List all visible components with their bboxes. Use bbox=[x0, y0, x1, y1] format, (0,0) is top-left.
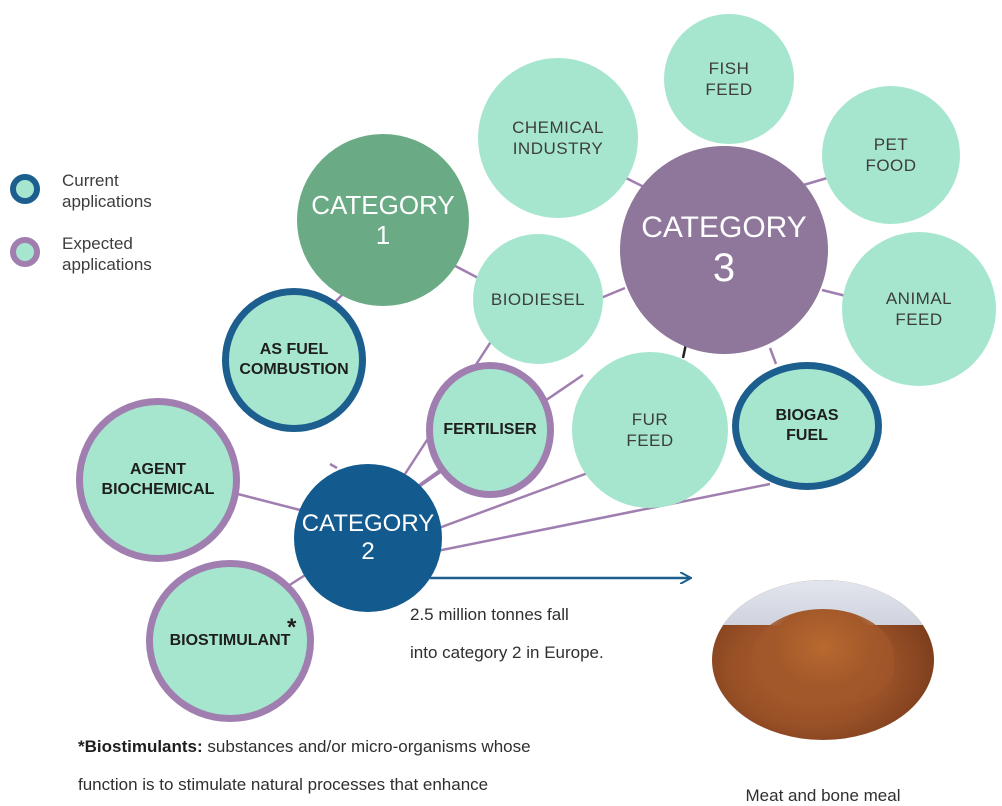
footnote-definition: substances and/or micro-organisms whose bbox=[202, 737, 531, 756]
agent-biochemical-label: AGENT BIOCHEMICAL bbox=[101, 461, 215, 498]
category-1-label: CATEGORY 1 bbox=[311, 190, 455, 250]
category-2-label: CATEGORY 2 bbox=[301, 510, 435, 565]
connector-cat2-agent bbox=[229, 490, 301, 512]
footnote-term: *Biostimulants: bbox=[78, 737, 203, 756]
footnote-line1: *Biostimulants: substances and/or micro-… bbox=[78, 728, 531, 766]
photo-caption: Meat and bone meal bbox=[745, 786, 901, 805]
legend-expected-label: Expected applications bbox=[62, 234, 152, 274]
legend-current-swatch bbox=[10, 174, 40, 204]
category-2-bubble: CATEGORY 2 bbox=[294, 464, 442, 612]
connector-cat2-biogas bbox=[431, 482, 771, 554]
animal-feed-label: ANIMAL FEED bbox=[885, 289, 953, 329]
fur-feed-label: FUR FEED bbox=[626, 410, 674, 450]
biogas-fuel-label: BIOGAS FUEL bbox=[775, 407, 839, 444]
category-3-title: CATEGORY bbox=[641, 211, 807, 244]
chemical-industry-label: CHEMICAL INDUSTRY bbox=[512, 118, 604, 158]
pet-food-bubble: PET FOOD bbox=[822, 86, 960, 224]
fertiliser-bubble: FERTILISER bbox=[426, 362, 554, 498]
fur-feed-bubble: FUR FEED bbox=[572, 352, 728, 508]
biostimulant-label: BIOSTIMULANT bbox=[169, 632, 291, 649]
chemical-industry-bubble: CHEMICAL INDUSTRY bbox=[478, 58, 638, 218]
biostimulant-bubble: BIOSTIMULANT bbox=[146, 560, 314, 722]
category-2-note: 2.5 million tonnes fall into category 2 … bbox=[410, 596, 604, 672]
fish-feed-bubble: FISH FEED bbox=[664, 14, 794, 144]
meat-bone-meal-photo bbox=[712, 580, 934, 740]
connector-cat3-biogas bbox=[768, 347, 778, 365]
biogas-fuel-bubble: BIOGAS FUEL bbox=[732, 362, 882, 490]
pet-food-label: PET FOOD bbox=[865, 135, 917, 175]
legend-expected: Expected applications bbox=[10, 233, 152, 275]
legend-current-label: Current applications bbox=[62, 171, 152, 211]
legend-expected-swatch bbox=[10, 237, 40, 267]
connector-cat3-animal bbox=[821, 288, 847, 298]
category-1-bubble: CATEGORY 1 bbox=[297, 134, 469, 306]
agent-biochemical-bubble: AGENT BIOCHEMICAL bbox=[76, 398, 240, 562]
biodiesel-label: BIODIESEL bbox=[490, 289, 586, 309]
category-2-note-line1: 2.5 million tonnes fall bbox=[410, 605, 569, 624]
connector-cat2-fuel bbox=[329, 462, 338, 470]
category-3-number: 3 bbox=[712, 246, 736, 290]
biostimulant-footnote: *Biostimulants: substances and/or micro-… bbox=[78, 728, 531, 804]
fertiliser-label: FERTILISER bbox=[443, 421, 537, 438]
as-fuel-combustion-bubble: AS FUEL COMBUSTION bbox=[222, 288, 366, 432]
as-fuel-combustion-label: AS FUEL COMBUSTION bbox=[239, 341, 349, 378]
footnote-line2: function is to stimulate natural process… bbox=[78, 775, 489, 794]
biodiesel-bubble: BIODIESEL bbox=[473, 234, 603, 364]
legend-current: Current applications bbox=[10, 170, 152, 212]
fish-feed-label: FISH FEED bbox=[705, 59, 753, 99]
biostimulant-asterisk: * bbox=[287, 614, 297, 641]
animal-feed-bubble: ANIMAL FEED bbox=[842, 232, 996, 386]
connector-cat2-fertiliser bbox=[417, 468, 441, 488]
category-2-note-line2: into category 2 in Europe. bbox=[410, 643, 604, 662]
